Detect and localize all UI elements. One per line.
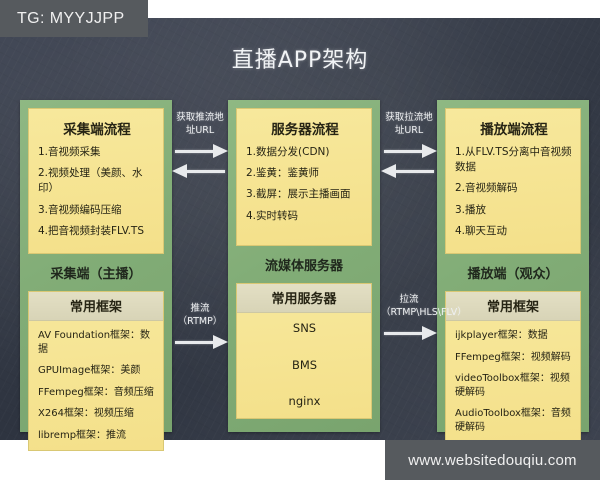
- page-title: 直播APP架构: [231, 48, 369, 73]
- capture-framework-title: 常用框架: [29, 292, 163, 322]
- server-list-card: 常用服务器 SNS BMS nginx: [236, 283, 372, 419]
- server-list-body: SNS BMS nginx: [237, 313, 371, 418]
- capture-flow-item: 4.把音视频封装FLV.TS: [38, 224, 144, 237]
- server-item: SNS: [292, 321, 317, 335]
- player-framework-card: 常用框架 ijkplayer框架：数据 FFempeg框架：视频解码 video…: [445, 291, 581, 444]
- connector-server-to-player: 获取拉流地址URL: [381, 112, 437, 178]
- arrow-left-icon: [381, 163, 437, 178]
- server-list-title: 常用服务器: [237, 284, 371, 313]
- server-flow-item: 2.鉴黄：鉴黄师: [246, 167, 320, 180]
- tg-banner: TG: MYYJJPP: [0, 0, 148, 37]
- player-flow-title: 播放端流程: [480, 122, 548, 138]
- connector-label: 拉流 （RTMP\HLS\FLV）: [381, 294, 467, 318]
- tg-banner-label: TG: MYYJJPP: [17, 9, 125, 27]
- arrow-right-icon: [172, 334, 228, 349]
- player-flow-item: 4.聊天互动: [455, 224, 508, 237]
- framework-item: videoToolbox框架：视频硬解码: [455, 373, 570, 398]
- arrow-right-icon: [381, 143, 437, 158]
- connector-label: 推流 （RTMP）: [177, 303, 223, 327]
- server-flow-card: 服务器流程 1.数据分发(CDN) 2.鉴黄：鉴黄师 3.截屏：展示主播画面 4…: [236, 108, 372, 246]
- player-flow-item: 3.播放: [455, 203, 487, 216]
- capture-framework-card: 常用框架 AV Foundation框架：数据 GPUImage框架：美颜 FF…: [28, 291, 164, 452]
- framework-item: FFempeg框架：音频压缩: [38, 386, 154, 398]
- server-flow-item: 3.截屏：展示主播画面: [246, 188, 351, 201]
- capture-flow-item: 2.视频处理（美颜、水印）: [38, 167, 143, 195]
- framework-item: ijkplayer框架：数据: [455, 330, 548, 342]
- capture-framework-body: AV Foundation框架：数据 GPUImage框架：美颜 FFempeg…: [29, 321, 163, 450]
- server-item: BMS: [291, 357, 318, 372]
- capture-footer-label: 采集端（主播）: [50, 267, 142, 283]
- framework-item: FFempeg框架：视频解码: [455, 351, 571, 363]
- framework-item: libremp框架：推流: [38, 429, 127, 441]
- connector-capture-to-server: 获取推流地址URL: [172, 112, 228, 178]
- capture-flow-item: 3.音视频编码压缩: [38, 203, 122, 216]
- server-footer-label: 流媒体服务器: [264, 259, 343, 274]
- column-server: 服务器流程 1.数据分发(CDN) 2.鉴黄：鉴黄师 3.截屏：展示主播画面 4…: [228, 100, 380, 432]
- watermark-banner: www.websitedouqiu.com: [385, 440, 600, 480]
- capture-flow-item: 1.音视频采集: [38, 146, 101, 158]
- server-flow-item: 1.数据分发(CDN): [246, 146, 330, 158]
- server-flow-item: 4.实时转码: [246, 209, 299, 222]
- connector-label: 获取推流地址URL: [176, 112, 224, 136]
- framework-item: AudioToolbox框架：音频硬解码: [455, 408, 571, 433]
- framework-item: X264框架：视频压缩: [38, 408, 134, 420]
- player-flow-card: 播放端流程 1.从FLV.TS分离中音视频数据 2.音视频解码 3.播放 4.聊…: [445, 108, 581, 255]
- arrow-left-icon: [172, 163, 228, 178]
- server-flow-title: 服务器流程: [271, 122, 339, 138]
- player-framework-title: 常用框架: [446, 292, 580, 322]
- watermark-label: www.websitedouqiu.com: [408, 451, 577, 469]
- connector-pull-stream: 拉流 （RTMP\HLS\FLV）: [381, 294, 467, 340]
- arrow-right-icon: [172, 143, 228, 158]
- player-flow-item: 2.音视频解码: [455, 182, 518, 195]
- player-framework-body: ijkplayer框架：数据 FFempeg框架：视频解码 videoToolb…: [446, 321, 580, 442]
- arrow-right-icon: [381, 325, 437, 340]
- capture-flow-card: 采集端流程 1.音视频采集 2.视频处理（美颜、水印） 3.音视频编码压缩 4.…: [28, 108, 164, 255]
- column-player: 播放端流程 1.从FLV.TS分离中音视频数据 2.音视频解码 3.播放 4.聊…: [437, 100, 589, 444]
- framework-item: AV Foundation框架：数据: [38, 330, 151, 355]
- column-capture: 采集端流程 1.音视频采集 2.视频处理（美颜、水印） 3.音视频编码压缩 4.…: [20, 100, 172, 452]
- framework-item: GPUImage框架：美颜: [38, 365, 141, 377]
- capture-flow-title: 采集端流程: [63, 122, 131, 138]
- server-item: nginx: [288, 394, 321, 409]
- connector-push-stream: 推流 （RTMP）: [172, 303, 228, 349]
- connector-label: 获取拉流地址URL: [385, 112, 433, 136]
- player-flow-item: 1.从FLV.TS分离中音视频数据: [455, 146, 572, 174]
- player-footer-label: 播放端（观众）: [467, 267, 559, 283]
